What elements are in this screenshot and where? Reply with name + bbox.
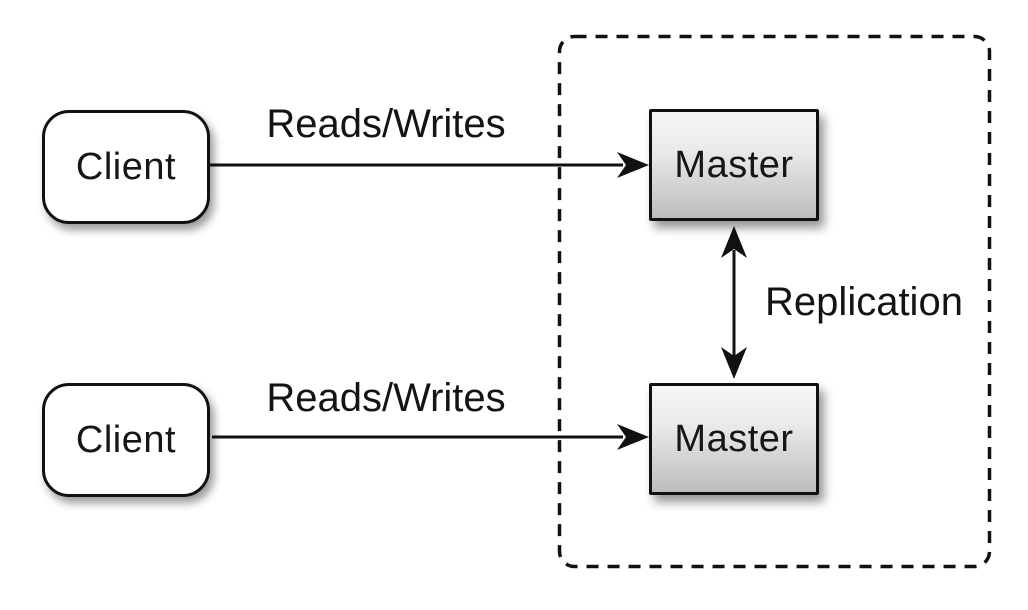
replication-label: Replication — [765, 280, 963, 324]
client-node-top-label: Client — [75, 146, 177, 188]
client-node-top: Client — [42, 110, 210, 224]
reads-writes-arrow-bottom — [212, 424, 649, 450]
reads-writes-label-top: Reads/Writes — [266, 102, 506, 146]
replication-arrow — [721, 226, 747, 379]
master-node-top-label: Master — [674, 144, 794, 186]
replication-boundary — [557, 34, 992, 569]
client-node-bottom: Client — [42, 383, 210, 497]
master-node-bottom-label: Master — [674, 418, 794, 460]
master-node-top: Master — [649, 109, 819, 221]
reads-writes-label-bottom: Reads/Writes — [266, 376, 506, 420]
reads-writes-arrow-top — [210, 152, 649, 178]
master-node-bottom: Master — [649, 383, 819, 495]
client-node-bottom-label: Client — [75, 419, 177, 461]
